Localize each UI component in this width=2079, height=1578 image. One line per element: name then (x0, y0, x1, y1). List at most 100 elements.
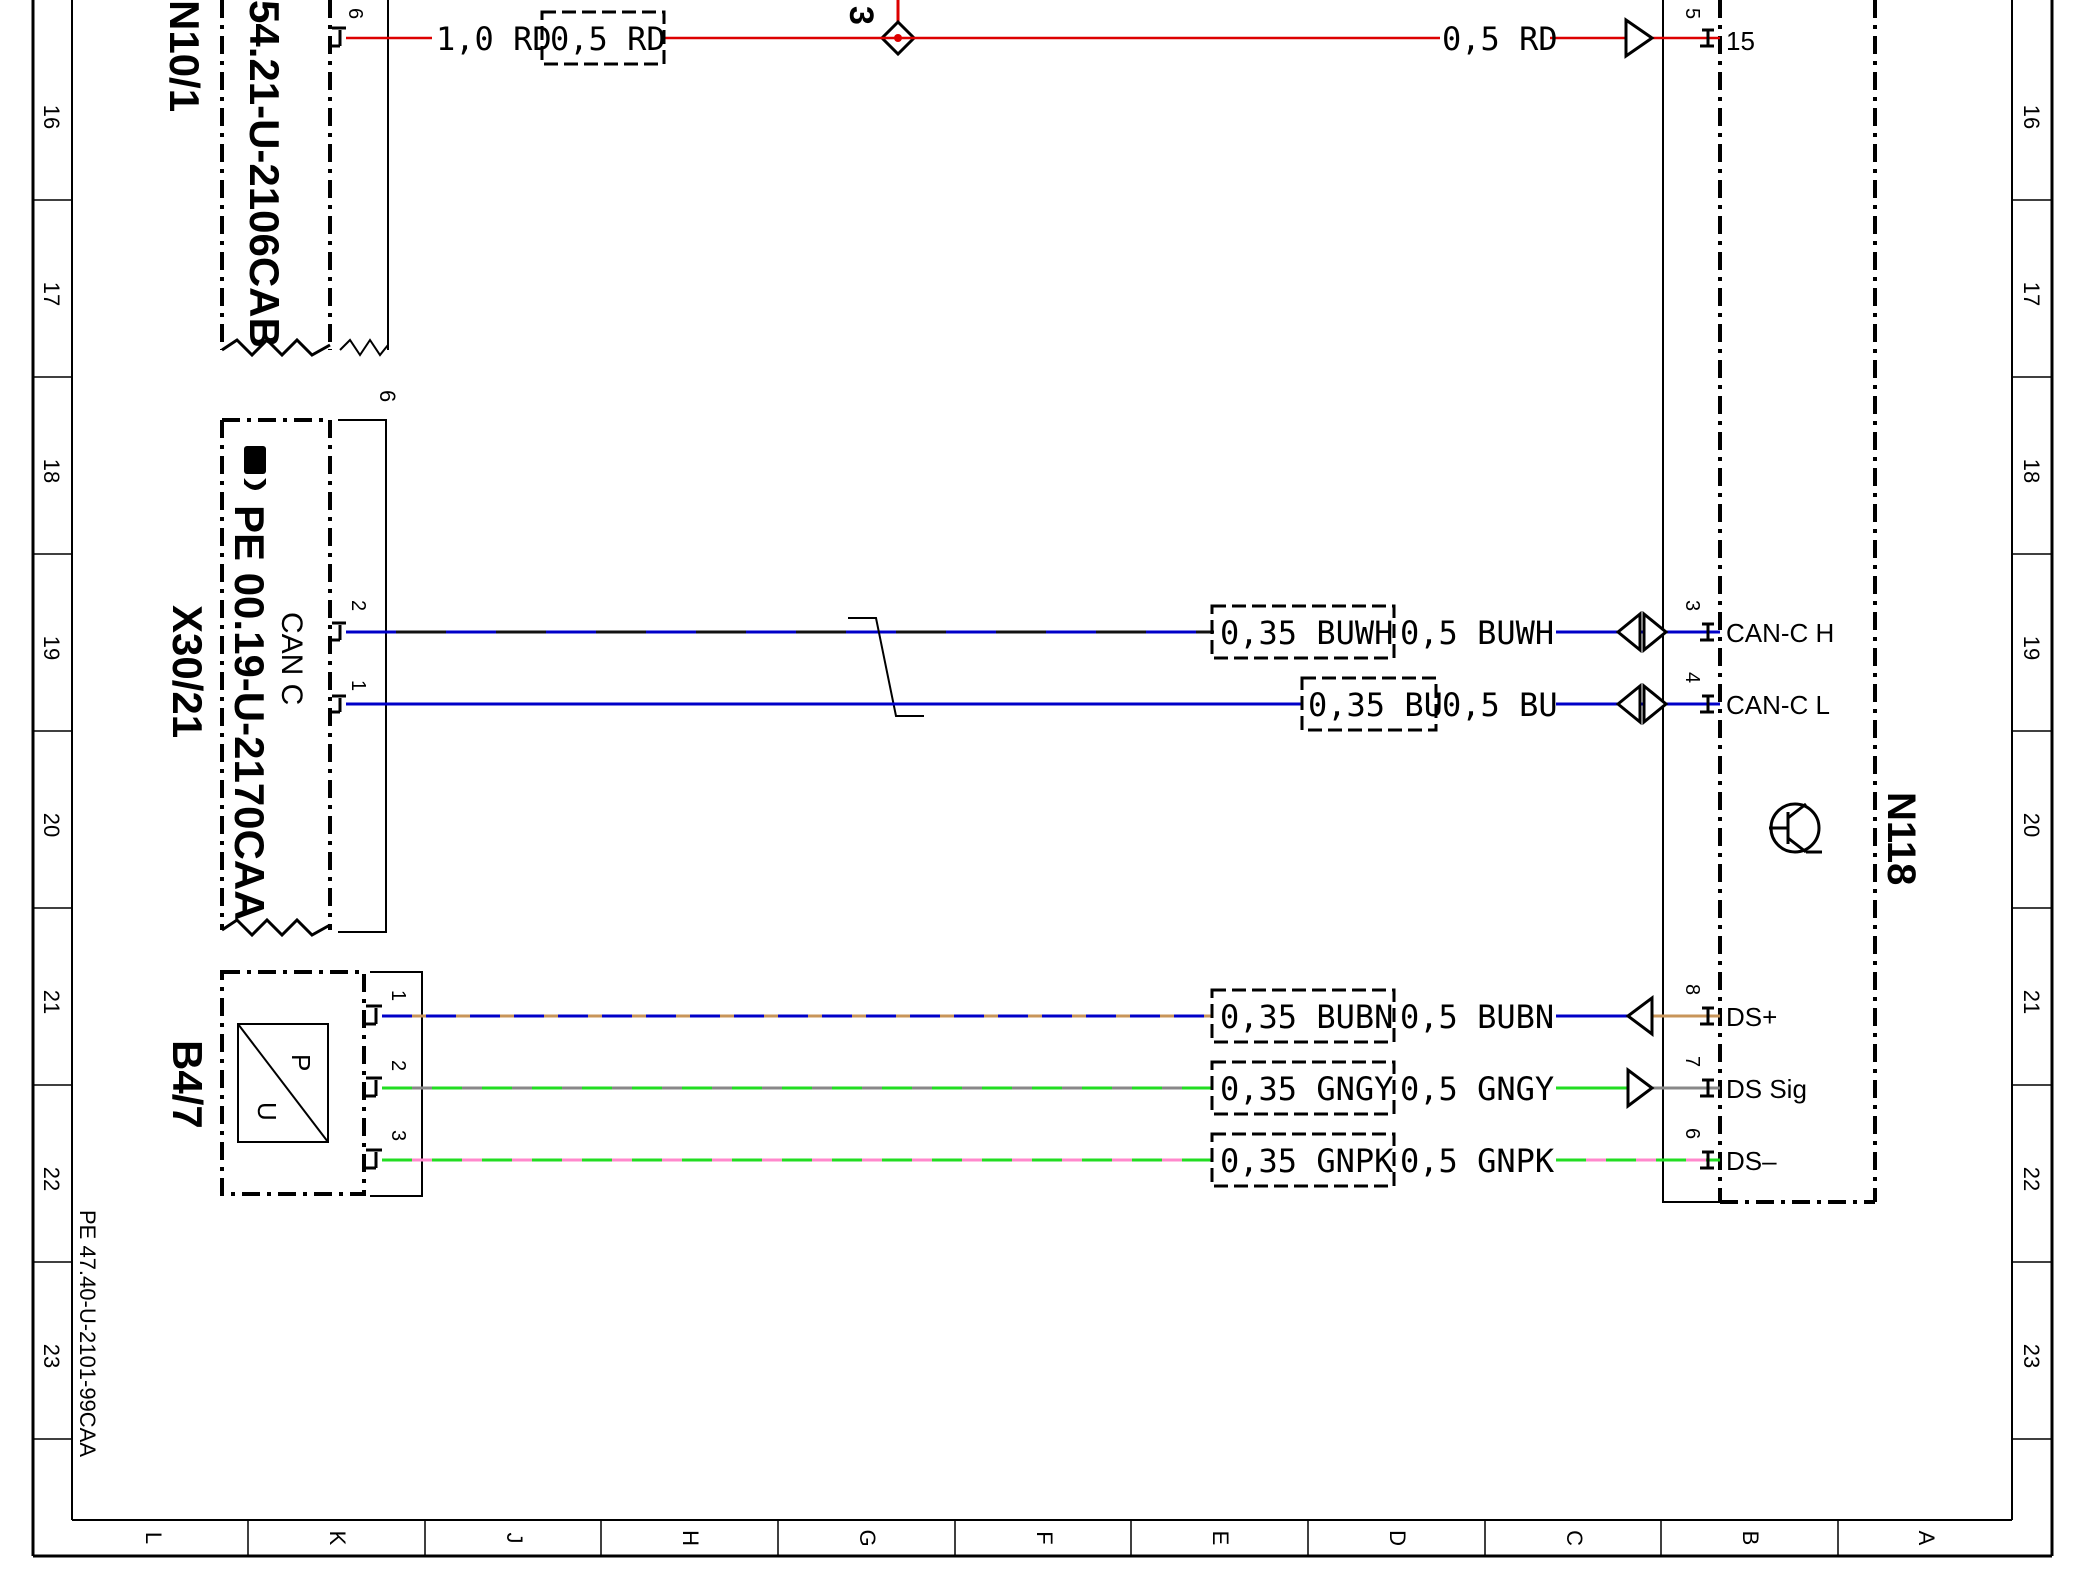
wire-ds-minus: 0,35 GNPK 0,5 GNPK 6 DS– (382, 1128, 1777, 1188)
pin-connector (1700, 694, 1714, 714)
column-label: G (855, 1529, 880, 1546)
pin-number: 3 (1681, 600, 1703, 611)
pin-number: 2 (347, 600, 369, 611)
column-label: A (1914, 1531, 1939, 1546)
twisted-pair-mark (848, 617, 924, 717)
wire-15: 1,0 RD 0,5 RD 0,5 RD 5 15 (346, 8, 1755, 66)
component-id: N118 (1879, 792, 1923, 885)
row-label-right: 19 (2019, 636, 2044, 660)
wire-label: 0,5 GNGY (1400, 1070, 1554, 1108)
column-label: L (141, 1532, 166, 1544)
component-x30-21: X30/21 PE 00.19-U-2170CAA CAN C 6 2 1 (164, 390, 400, 938)
pin-connector (366, 1076, 382, 1098)
component-b4-7: P U B4/7 1 2 3 (164, 970, 423, 1197)
row-label-left: 17 (39, 282, 64, 306)
component-n10-1: N10/1 54.21-U-2106CAB 6 (161, 0, 389, 358)
diagram-frame (31, 0, 2054, 1558)
pin-number: 4 (1681, 672, 1703, 683)
pin-connector (1700, 1006, 1714, 1026)
column-label: C (1562, 1530, 1587, 1546)
pin-number: 5 (1681, 8, 1703, 19)
pin-number: 6 (344, 8, 366, 19)
pin-connector (1700, 28, 1714, 48)
wire-ds-sig: 0,35 GNGY 0,5 GNGY 7 DS Sig (382, 1056, 1807, 1116)
component-n118: N118 (1662, 0, 1923, 1204)
wire-ds-plus: 0,35 BUBN 0,5 BUBN 8 DS+ (382, 984, 1777, 1044)
column-label: F (1032, 1531, 1057, 1544)
wire-label-boxed: 0,35 BUWH (1220, 614, 1393, 652)
pin-signal: DS Sig (1726, 1074, 1807, 1104)
wire-label: 1,0 RD (436, 20, 552, 58)
hand-pointer-icon (244, 446, 266, 490)
column-label: K (325, 1531, 350, 1546)
row-label-left: 18 (39, 459, 64, 483)
wire-label: 0,5 RD (1442, 20, 1558, 58)
row-label-left: 21 (39, 990, 64, 1014)
junction-3: 3 (842, 0, 917, 57)
pin-number: 6 (375, 390, 400, 402)
pin-number: 1 (347, 680, 369, 691)
wire-can-c-l: 0,35 BU 0,5 BU 4 CAN-C L (346, 672, 1830, 732)
pin-number: 1 (387, 990, 409, 1001)
wire-label-boxed: 0,35 BUBN (1220, 998, 1393, 1036)
bus-label: CAN C (275, 612, 308, 705)
column-label: J (502, 1533, 527, 1544)
column-labels: L K J H G F E D C B A (141, 1529, 1939, 1546)
column-label: B (1738, 1531, 1763, 1546)
component-reference: PE 00.19-U-2170CAA (226, 505, 273, 921)
column-label: H (678, 1530, 703, 1546)
wire-can-c-h: 0,35 BUWH 0,5 BUWH 3 CAN-C H (346, 600, 1834, 660)
wire-label-boxed: 0,35 GNGY (1220, 1070, 1393, 1108)
junction-label: 3 (842, 6, 880, 25)
pin-signal: CAN-C L (1726, 690, 1830, 720)
component-id: B4/7 (164, 1040, 211, 1129)
column-label: E (1208, 1531, 1233, 1546)
pin-number: 8 (1681, 984, 1703, 995)
pin-connector (332, 621, 346, 642)
wire-label: 0,5 BUBN (1400, 998, 1554, 1036)
row-label-right: 16 (2019, 105, 2044, 129)
wire-label: 0,5 BU (1442, 686, 1558, 724)
document-reference: PE 47.40-U-2101-99CAA (75, 1210, 100, 1457)
pin-connector (332, 26, 346, 48)
pin-signal: CAN-C H (1726, 618, 1834, 648)
wire-label: 0,5 BUWH (1400, 614, 1554, 652)
row-label-right: 21 (2019, 990, 2044, 1014)
symbol-label-u: U (252, 1102, 282, 1121)
pin-number: 6 (1681, 1128, 1703, 1139)
pin-connector (1700, 622, 1714, 642)
pin-connector (366, 1148, 382, 1170)
wire-label-boxed: 0,5 RD (550, 20, 666, 58)
row-label-left: 16 (39, 105, 64, 129)
row-label-left: 23 (39, 1344, 64, 1368)
pin-connector (1700, 1078, 1714, 1098)
component-id: N10/1 (161, 0, 208, 112)
pin-signal: 15 (1726, 26, 1755, 56)
wire-label-boxed: 0,35 BU (1308, 686, 1443, 724)
pin-number: 7 (1681, 1056, 1703, 1067)
symbol-label-p: P (286, 1054, 316, 1071)
row-label-left: 22 (39, 1167, 64, 1191)
component-id: X30/21 (164, 605, 211, 738)
transistor-icon (1769, 802, 1822, 854)
pin-connector (332, 694, 346, 714)
row-label-right: 23 (2019, 1344, 2044, 1368)
pin-connector (1700, 1150, 1714, 1170)
pin-number: 3 (387, 1130, 409, 1141)
row-label-right: 17 (2019, 282, 2044, 306)
row-label-left: 19 (39, 636, 64, 660)
pin-signal: DS– (1726, 1146, 1777, 1176)
row-labels: 16 17 18 19 20 21 22 23 16 17 18 19 20 2… (39, 105, 2044, 1368)
row-label-right: 18 (2019, 459, 2044, 483)
component-reference: 54.21-U-2106CAB (241, 0, 288, 348)
pin-signal: DS+ (1726, 1002, 1777, 1032)
row-label-right: 22 (2019, 1167, 2044, 1191)
row-label-right: 20 (2019, 813, 2044, 837)
pin-connector (366, 1004, 382, 1026)
pin-number: 2 (387, 1060, 409, 1071)
wire-label: 0,5 GNPK (1400, 1142, 1555, 1180)
row-label-left: 20 (39, 813, 64, 837)
wire-label-boxed: 0,35 GNPK (1220, 1142, 1394, 1180)
column-label: D (1385, 1530, 1410, 1546)
